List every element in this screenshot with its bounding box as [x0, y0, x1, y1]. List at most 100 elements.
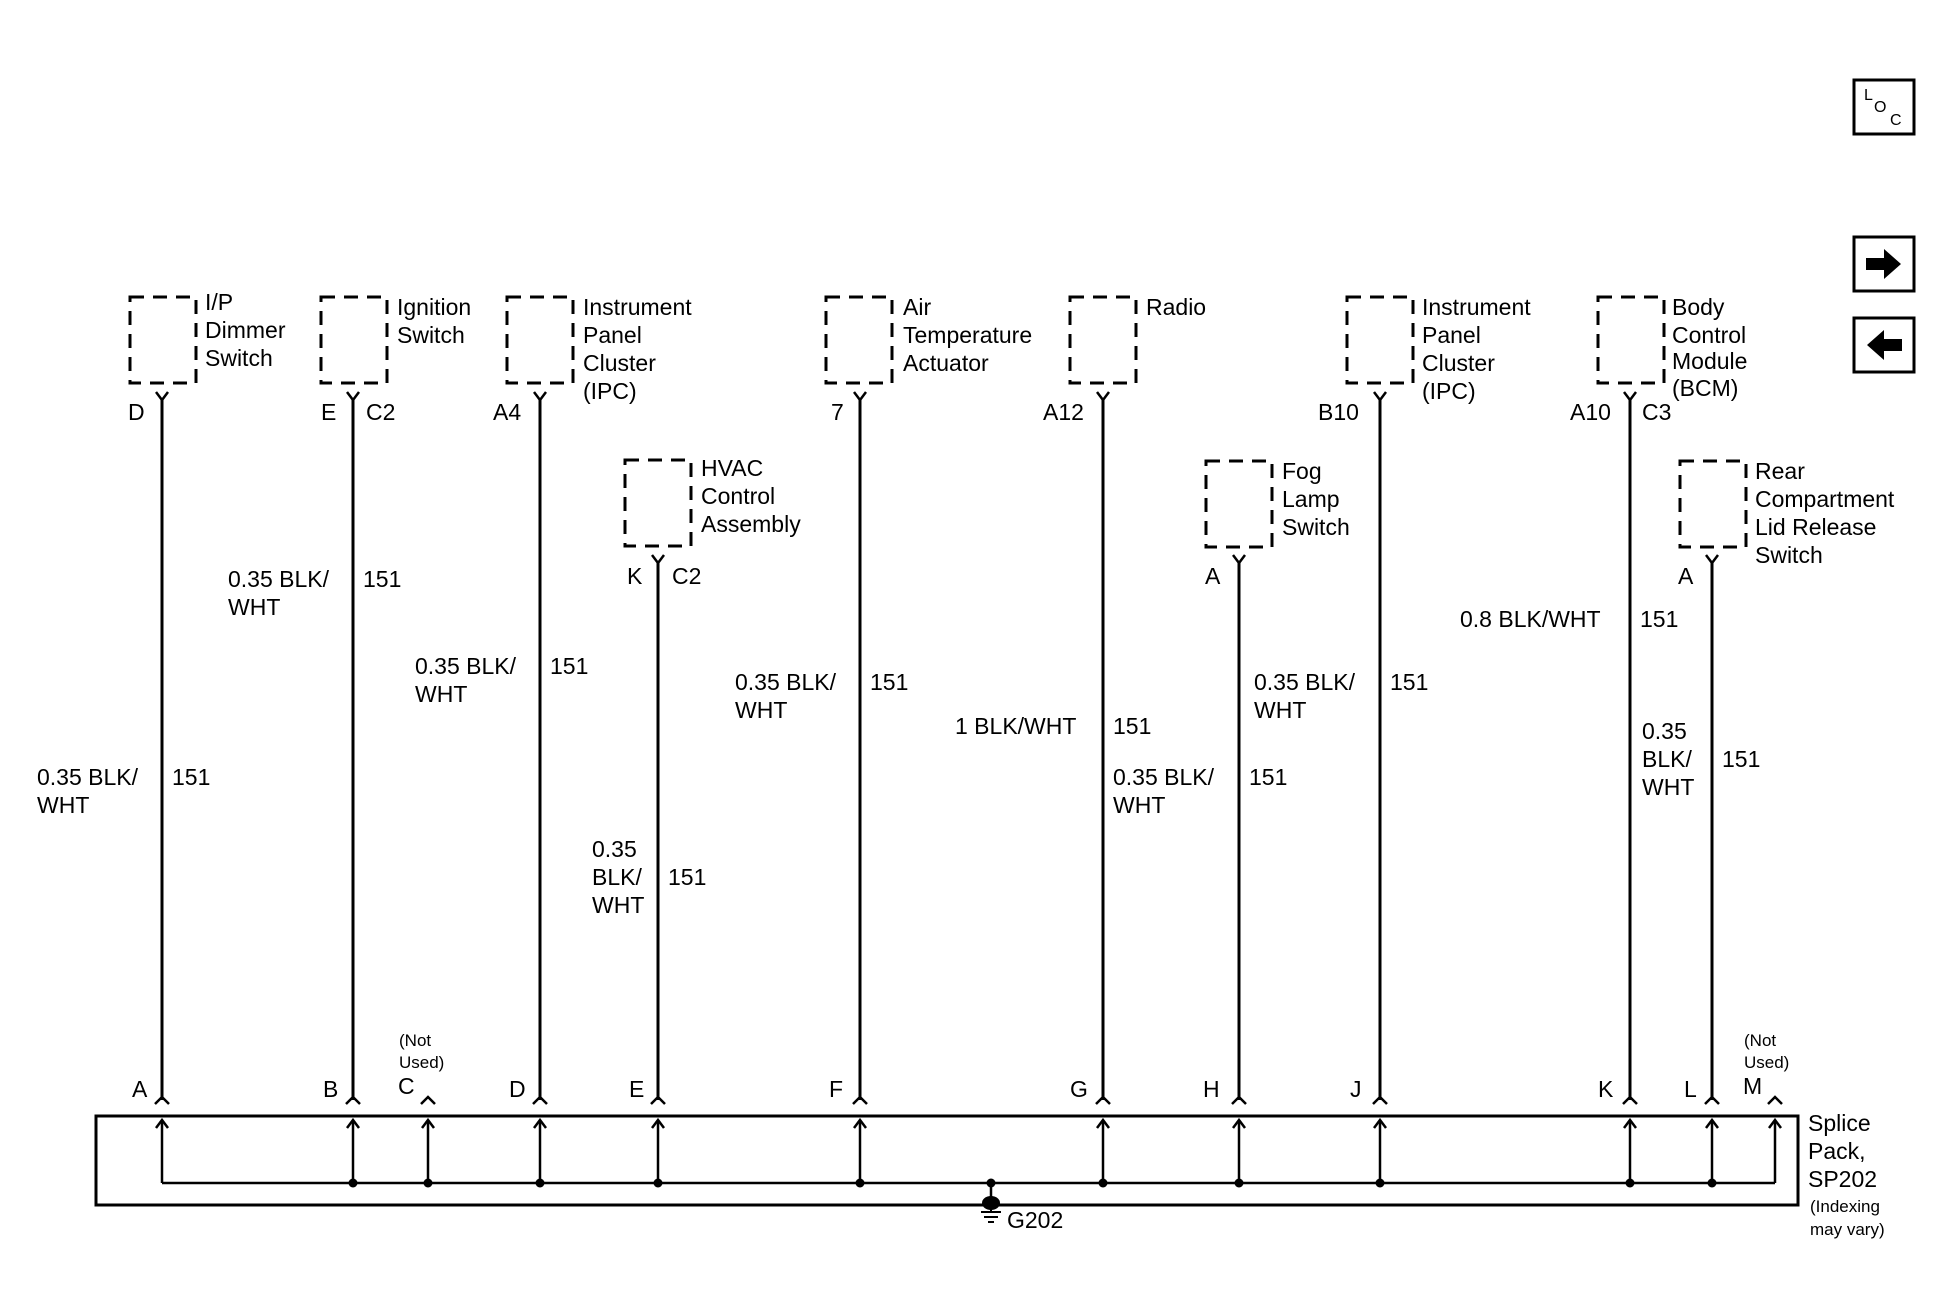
component-box — [1596, 295, 1666, 385]
component-label-line: Cluster — [583, 350, 656, 376]
splice-pin-label: B — [323, 1076, 338, 1102]
loc-button[interactable]: L O C — [1852, 78, 1916, 136]
component-radio: Radio A12 — [1043, 294, 1206, 425]
component-pin-label: 7 — [831, 399, 844, 425]
splice-pin-label: L — [1684, 1076, 1697, 1102]
ground-label: G202 — [1007, 1207, 1063, 1233]
loc-letter: O — [1874, 99, 1886, 116]
wire-circuit: 151 — [1390, 669, 1428, 695]
splice-pin-label: D — [509, 1076, 526, 1102]
wire-label: 0.35 BLK/ — [228, 566, 330, 592]
wire-label: 0.35 BLK/ — [415, 653, 517, 679]
wire-label: 0.8 BLK/WHT — [1460, 606, 1601, 632]
component-label-line: Instrument — [1422, 294, 1531, 320]
component-label-line: Temperature — [903, 322, 1032, 348]
wire-circuit: 151 — [668, 864, 706, 890]
component-box — [1204, 459, 1274, 549]
component-body-control-module: Body Control Module (BCM) A10 C3 — [1570, 294, 1747, 425]
wire-label: 0.35 BLK/ — [1113, 764, 1215, 790]
loc-letter: C — [1890, 112, 1902, 129]
component-label-line: (IPC) — [1422, 378, 1476, 404]
component-label-line: Compartment — [1755, 486, 1895, 512]
splice-pin-label: H — [1203, 1076, 1220, 1102]
component-pin-label: A — [1205, 563, 1221, 589]
wires — [160, 400, 1714, 1100]
wire-circuit: 151 — [363, 566, 401, 592]
component-label-line: Assembly — [701, 511, 801, 537]
component-label-line: Dimmer — [205, 317, 286, 343]
component-box — [505, 295, 575, 385]
splice-pin-label: A — [132, 1076, 148, 1102]
component-label-line: Lamp — [1282, 486, 1340, 512]
splice-pin-label: C — [398, 1073, 415, 1099]
component-box — [824, 295, 894, 385]
loc-letter: L — [1864, 87, 1873, 104]
component-fog-lamp-switch: Fog Lamp Switch A — [1204, 458, 1350, 589]
splice-pin-labels: A B C D E F G H J K L M — [132, 1073, 1762, 1102]
wire-label: WHT — [592, 892, 644, 918]
component-connector-label: C3 — [1642, 399, 1671, 425]
wire-label: WHT — [735, 697, 787, 723]
component-box — [128, 295, 198, 385]
splice-pack-label: Pack, — [1808, 1138, 1866, 1164]
component-pin-label: A12 — [1043, 399, 1084, 425]
splice-pack-label: SP202 — [1808, 1166, 1877, 1192]
component-label-line: Switch — [397, 322, 465, 348]
component-label-line: Air — [903, 294, 931, 320]
forward-button[interactable] — [1852, 235, 1916, 293]
back-button[interactable] — [1852, 316, 1916, 374]
component-label-line: Rear — [1755, 458, 1805, 484]
splice-pack-note: may vary) — [1810, 1220, 1885, 1239]
splice-pin-label: G — [1070, 1076, 1088, 1102]
wire-label: BLK/ — [1642, 746, 1692, 772]
component-label-line: HVAC — [701, 455, 763, 481]
component-label-line: Control — [701, 483, 775, 509]
ground-icon — [981, 1205, 1001, 1223]
component-label-line: Panel — [1422, 322, 1481, 348]
ground: G202 — [981, 1183, 1063, 1233]
component-connector-label: C2 — [366, 399, 395, 425]
wire-label: WHT — [1113, 792, 1165, 818]
splice-pin-label: F — [829, 1076, 843, 1102]
component-rear-compartment-lid-release-switch: Rear Compartment Lid Release Switch A — [1678, 458, 1895, 589]
splice-pin-label: M — [1743, 1073, 1762, 1099]
component-label-line: Switch — [1755, 542, 1823, 568]
component-ip-dimmer-switch: I/P Dimmer Switch D — [128, 289, 286, 425]
component-label-line: I/P — [205, 289, 233, 315]
wire-label: BLK/ — [592, 864, 642, 890]
component-pin-label: A — [1678, 563, 1694, 589]
component-label-line: (BCM) — [1672, 375, 1738, 401]
wire-labels: 0.35 BLK/ WHT 151 0.35 BLK/ WHT 151 0.35… — [37, 566, 1760, 918]
wire-label: 1 BLK/WHT — [955, 713, 1076, 739]
component-label-line: Actuator — [903, 350, 989, 376]
component-pin-label: K — [627, 563, 643, 589]
component-label-line: Body — [1672, 294, 1725, 320]
not-used-notes: (Not Used) (Not Used) — [399, 1031, 1789, 1072]
wire-circuit: 151 — [1722, 746, 1760, 772]
component-instrument-panel-cluster: Instrument Panel Cluster (IPC) A4 — [493, 294, 692, 425]
component-label-line: Lid Release — [1755, 514, 1876, 540]
not-used-note: Used) — [1744, 1053, 1789, 1072]
component-box — [1345, 295, 1415, 385]
wire-label: 0.35 BLK/ — [735, 669, 837, 695]
component-box — [1068, 295, 1138, 385]
component-label-line: Radio — [1146, 294, 1206, 320]
splice-pin-label: K — [1598, 1076, 1614, 1102]
component-connector-label: C2 — [672, 563, 701, 589]
wire-label: 0.35 — [1642, 718, 1687, 744]
component-label-line: (IPC) — [583, 378, 637, 404]
splice-junction-dots — [348, 1178, 1717, 1188]
component-label-line: Fog — [1282, 458, 1322, 484]
component-instrument-panel-cluster-2: Instrument Panel Cluster (IPC) B10 — [1318, 294, 1531, 425]
component-pin-label: A10 — [1570, 399, 1611, 425]
component-box — [319, 295, 389, 385]
component-label-line: Module — [1672, 348, 1747, 374]
component-label-line: Instrument — [583, 294, 692, 320]
component-label-line: Switch — [205, 345, 273, 371]
splice-pack: Splice Pack, SP202 (Indexing may vary) — [94, 1110, 1885, 1239]
splice-pin-label: J — [1350, 1076, 1362, 1102]
wire-circuit: 151 — [1640, 606, 1678, 632]
component-box — [623, 458, 693, 548]
loc-button-frame — [1852, 78, 1916, 136]
